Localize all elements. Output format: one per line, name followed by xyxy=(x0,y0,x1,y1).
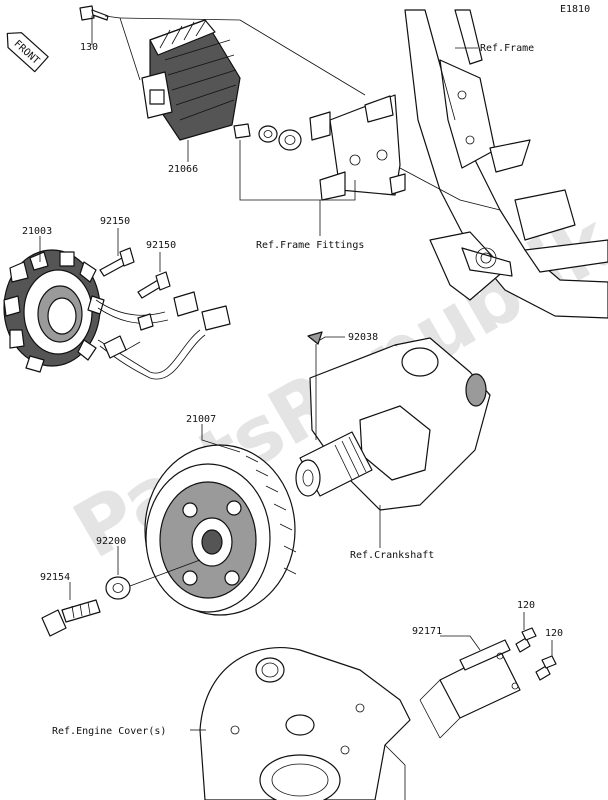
label-130: 130 xyxy=(80,42,98,53)
bolt-130 xyxy=(79,5,109,21)
label-120-upper: 120 xyxy=(517,600,535,611)
label-92150-lower: 92150 xyxy=(146,240,176,251)
rotor-flywheel-21007 xyxy=(144,444,297,616)
screw-120-lower xyxy=(535,655,557,681)
stator-21003 xyxy=(3,249,105,373)
ref-frame-fittings: Ref.Frame Fittings xyxy=(256,240,364,251)
screw-120-upper xyxy=(515,627,537,653)
ref-frame: Ref.Frame xyxy=(480,43,534,54)
crankshaft xyxy=(295,337,491,511)
stator-wiring xyxy=(95,291,231,380)
ref-crankshaft: Ref.Crankshaft xyxy=(350,550,434,561)
diagram-id: E1810 xyxy=(560,4,590,15)
label-92038: 92038 xyxy=(348,332,378,343)
bolt-92150-lower xyxy=(137,271,171,299)
bolt-92154 xyxy=(41,599,101,637)
label-92150-upper: 92150 xyxy=(100,216,130,227)
label-21007: 21007 xyxy=(186,414,216,425)
washer-92200 xyxy=(105,576,131,600)
front-arrow-icon: FRONT xyxy=(6,32,49,73)
bolt-92150-upper xyxy=(99,247,135,277)
label-92154: 92154 xyxy=(40,572,70,583)
label-21066: 21066 xyxy=(168,164,198,175)
engine-cover xyxy=(199,647,411,800)
ref-engine-cover: Ref.Engine Cover(s) xyxy=(52,726,166,737)
frame-fitting-bracket xyxy=(309,94,406,201)
regulator-rectifier-21066 xyxy=(141,19,241,141)
fitting-bolt-washers xyxy=(233,123,302,151)
label-92200: 92200 xyxy=(96,536,126,547)
cover-plate-92171 xyxy=(419,639,521,739)
label-120-lower: 120 xyxy=(545,628,563,639)
leader-lines xyxy=(39,15,553,731)
woodruff-key-92038 xyxy=(307,331,323,345)
frame-structure xyxy=(404,9,608,319)
label-92171: 92171 xyxy=(412,626,442,637)
label-21003: 21003 xyxy=(22,226,52,237)
